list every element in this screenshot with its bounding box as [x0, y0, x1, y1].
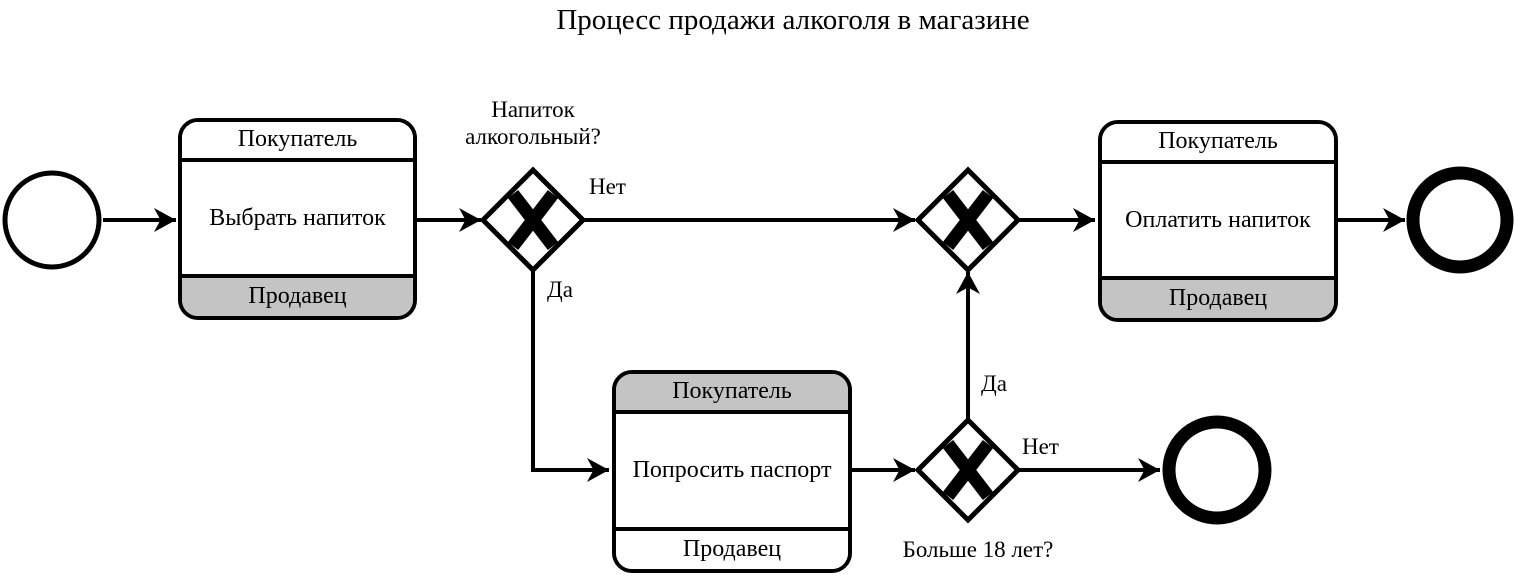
task-choose-drink: Покупатель Выбрать напиток Продавец	[178, 118, 417, 320]
gateway-age-diamond	[914, 416, 1022, 524]
task-choose-drink-label: Выбрать напиток	[209, 204, 386, 231]
task-pay-drink-label: Оплатить напиток	[1125, 206, 1311, 233]
gateway-age-question: Больше 18 лет?	[902, 537, 1054, 562]
gateway-alcoholic-question: Напиток алкогольный?	[465, 97, 601, 149]
diagram-title: Процесс продажи алкоголя в магазине	[556, 4, 1030, 36]
task-choose-drink-header: Покупатель	[182, 122, 413, 162]
task-ask-passport-footer: Продавец	[616, 527, 848, 569]
flow-gateway-alcoholic-yes-to-ask-passport	[531, 270, 609, 482]
end-event-circle-refused	[1162, 415, 1272, 525]
task-pay-drink-header: Покупатель	[1102, 124, 1334, 164]
task-pay-drink-footer: Продавец	[1102, 276, 1334, 318]
task-ask-passport-label: Попросить паспорт	[632, 457, 832, 483]
task-pay-drink: Покупатель Оплатить напиток Продавец	[1098, 120, 1338, 322]
x-mark-icon	[942, 440, 994, 500]
gateway-alcoholic-diamond	[479, 166, 587, 274]
edge-label-not-alcoholic: Нет	[589, 174, 626, 199]
task-choose-drink-footer: Продавец	[182, 274, 413, 316]
edge-label-age-ok: Да	[981, 371, 1007, 396]
task-ask-passport: Покупатель Попросить паспорт Продавец	[612, 370, 852, 573]
x-mark-icon	[942, 190, 994, 250]
edge-label-age-not-ok: Нет	[1022, 434, 1059, 459]
task-ask-passport-header: Покупатель	[616, 374, 848, 414]
edge-label-alcoholic: Да	[547, 277, 573, 302]
gateway-merge-diamond	[914, 166, 1022, 274]
start-event-circle	[2, 170, 102, 270]
end-event-circle-paid	[1406, 166, 1514, 274]
x-mark-icon	[507, 190, 559, 250]
